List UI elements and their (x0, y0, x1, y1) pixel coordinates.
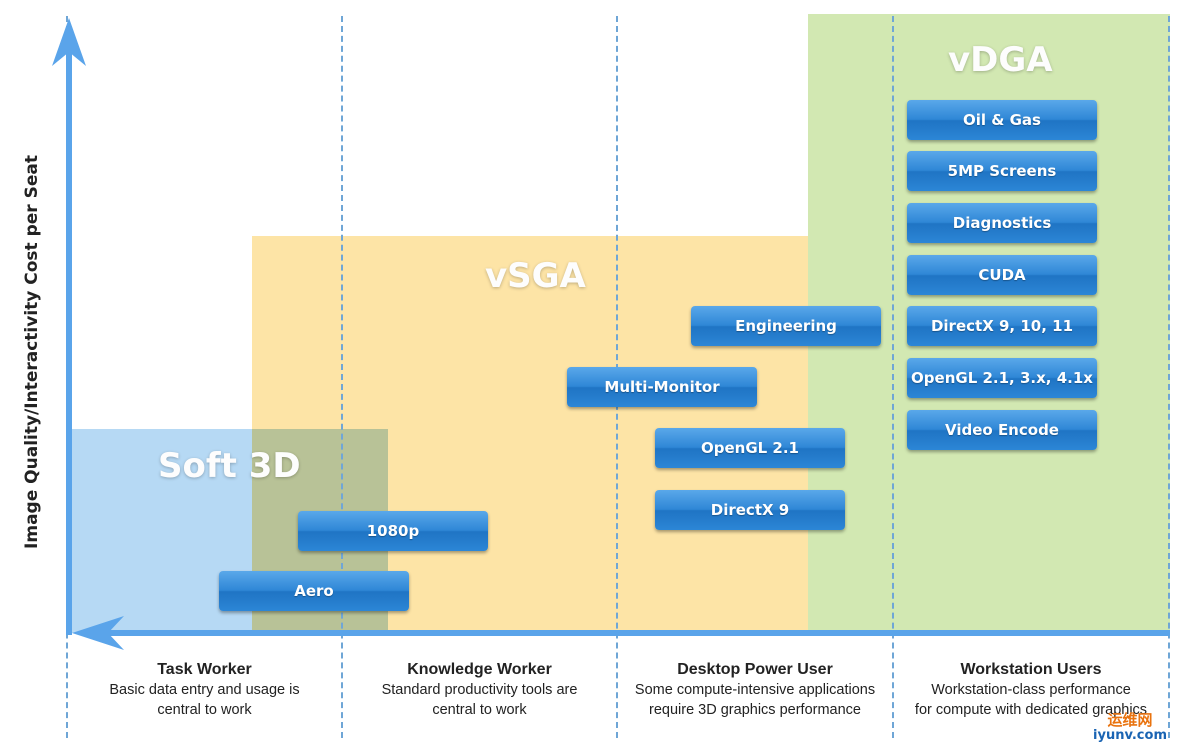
pill-1080p: 1080p (298, 511, 488, 551)
pill-diagnostics: Diagnostics (907, 203, 1097, 243)
column-desc-line2: for compute with dedicated graphics (914, 702, 1148, 718)
pill-directx-9-10-11: DirectX 9, 10, 11 (907, 306, 1097, 346)
column-heading: Desktop Power User (677, 661, 833, 678)
y-axis-line (66, 50, 72, 635)
column-desc-line2: central to work (432, 702, 527, 718)
column-desc-line1: Standard productivity tools are (381, 682, 578, 698)
column-divider-2 (341, 16, 343, 738)
x-axis-arrow-icon (72, 616, 124, 650)
column-desktop-power-user: Desktop Power User Some compute-intensiv… (618, 660, 892, 720)
column-heading: Task Worker (157, 661, 252, 678)
column-desc-line1: Workstation-class performance (931, 682, 1131, 698)
column-heading: Workstation Users (960, 661, 1102, 678)
pill-multi-monitor: Multi-Monitor (567, 367, 757, 407)
pill-cuda: CUDA (907, 255, 1097, 295)
region-title-vsga: vSGA (485, 256, 586, 296)
column-desc-line1: Some compute-intensive applications (634, 682, 876, 698)
watermark-line1: 运维网 (1107, 711, 1153, 729)
region-title-vdga: vDGA (948, 40, 1053, 80)
column-heading: Knowledge Worker (407, 661, 552, 678)
pill-5mp-screens: 5MP Screens (907, 151, 1097, 191)
pill-video-encode: Video Encode (907, 410, 1097, 450)
column-task-worker: Task Worker Basic data entry and usage i… (68, 660, 341, 720)
watermark: 运维网 iyunv.com (1093, 712, 1167, 744)
y-axis-label: Image Quality/Interactivity Cost per Sea… (22, 155, 42, 549)
pill-opengl-multi: OpenGL 2.1, 3.x, 4.1x (907, 358, 1097, 398)
watermark-line2: iyunv.com (1093, 728, 1167, 743)
region-title-soft3d: Soft 3D (158, 446, 301, 486)
column-knowledge-worker: Knowledge Worker Standard productivity t… (343, 660, 616, 720)
y-axis-arrow-icon (52, 18, 86, 66)
x-axis-line (88, 630, 1170, 636)
pill-aero: Aero (219, 571, 409, 611)
column-desc-line2: central to work (157, 702, 252, 718)
pill-directx-9: DirectX 9 (655, 490, 845, 530)
pill-opengl-21: OpenGL 2.1 (655, 428, 845, 468)
column-divider-4 (892, 16, 894, 738)
column-divider-5 (1168, 16, 1170, 738)
column-workstation-users: Workstation Users Workstation-class perf… (894, 660, 1168, 720)
pill-engineering: Engineering (691, 306, 881, 346)
pill-oil-gas: Oil & Gas (907, 100, 1097, 140)
column-desc-line1: Basic data entry and usage is (109, 682, 300, 698)
column-desc-line2: require 3D graphics performance (649, 702, 861, 718)
